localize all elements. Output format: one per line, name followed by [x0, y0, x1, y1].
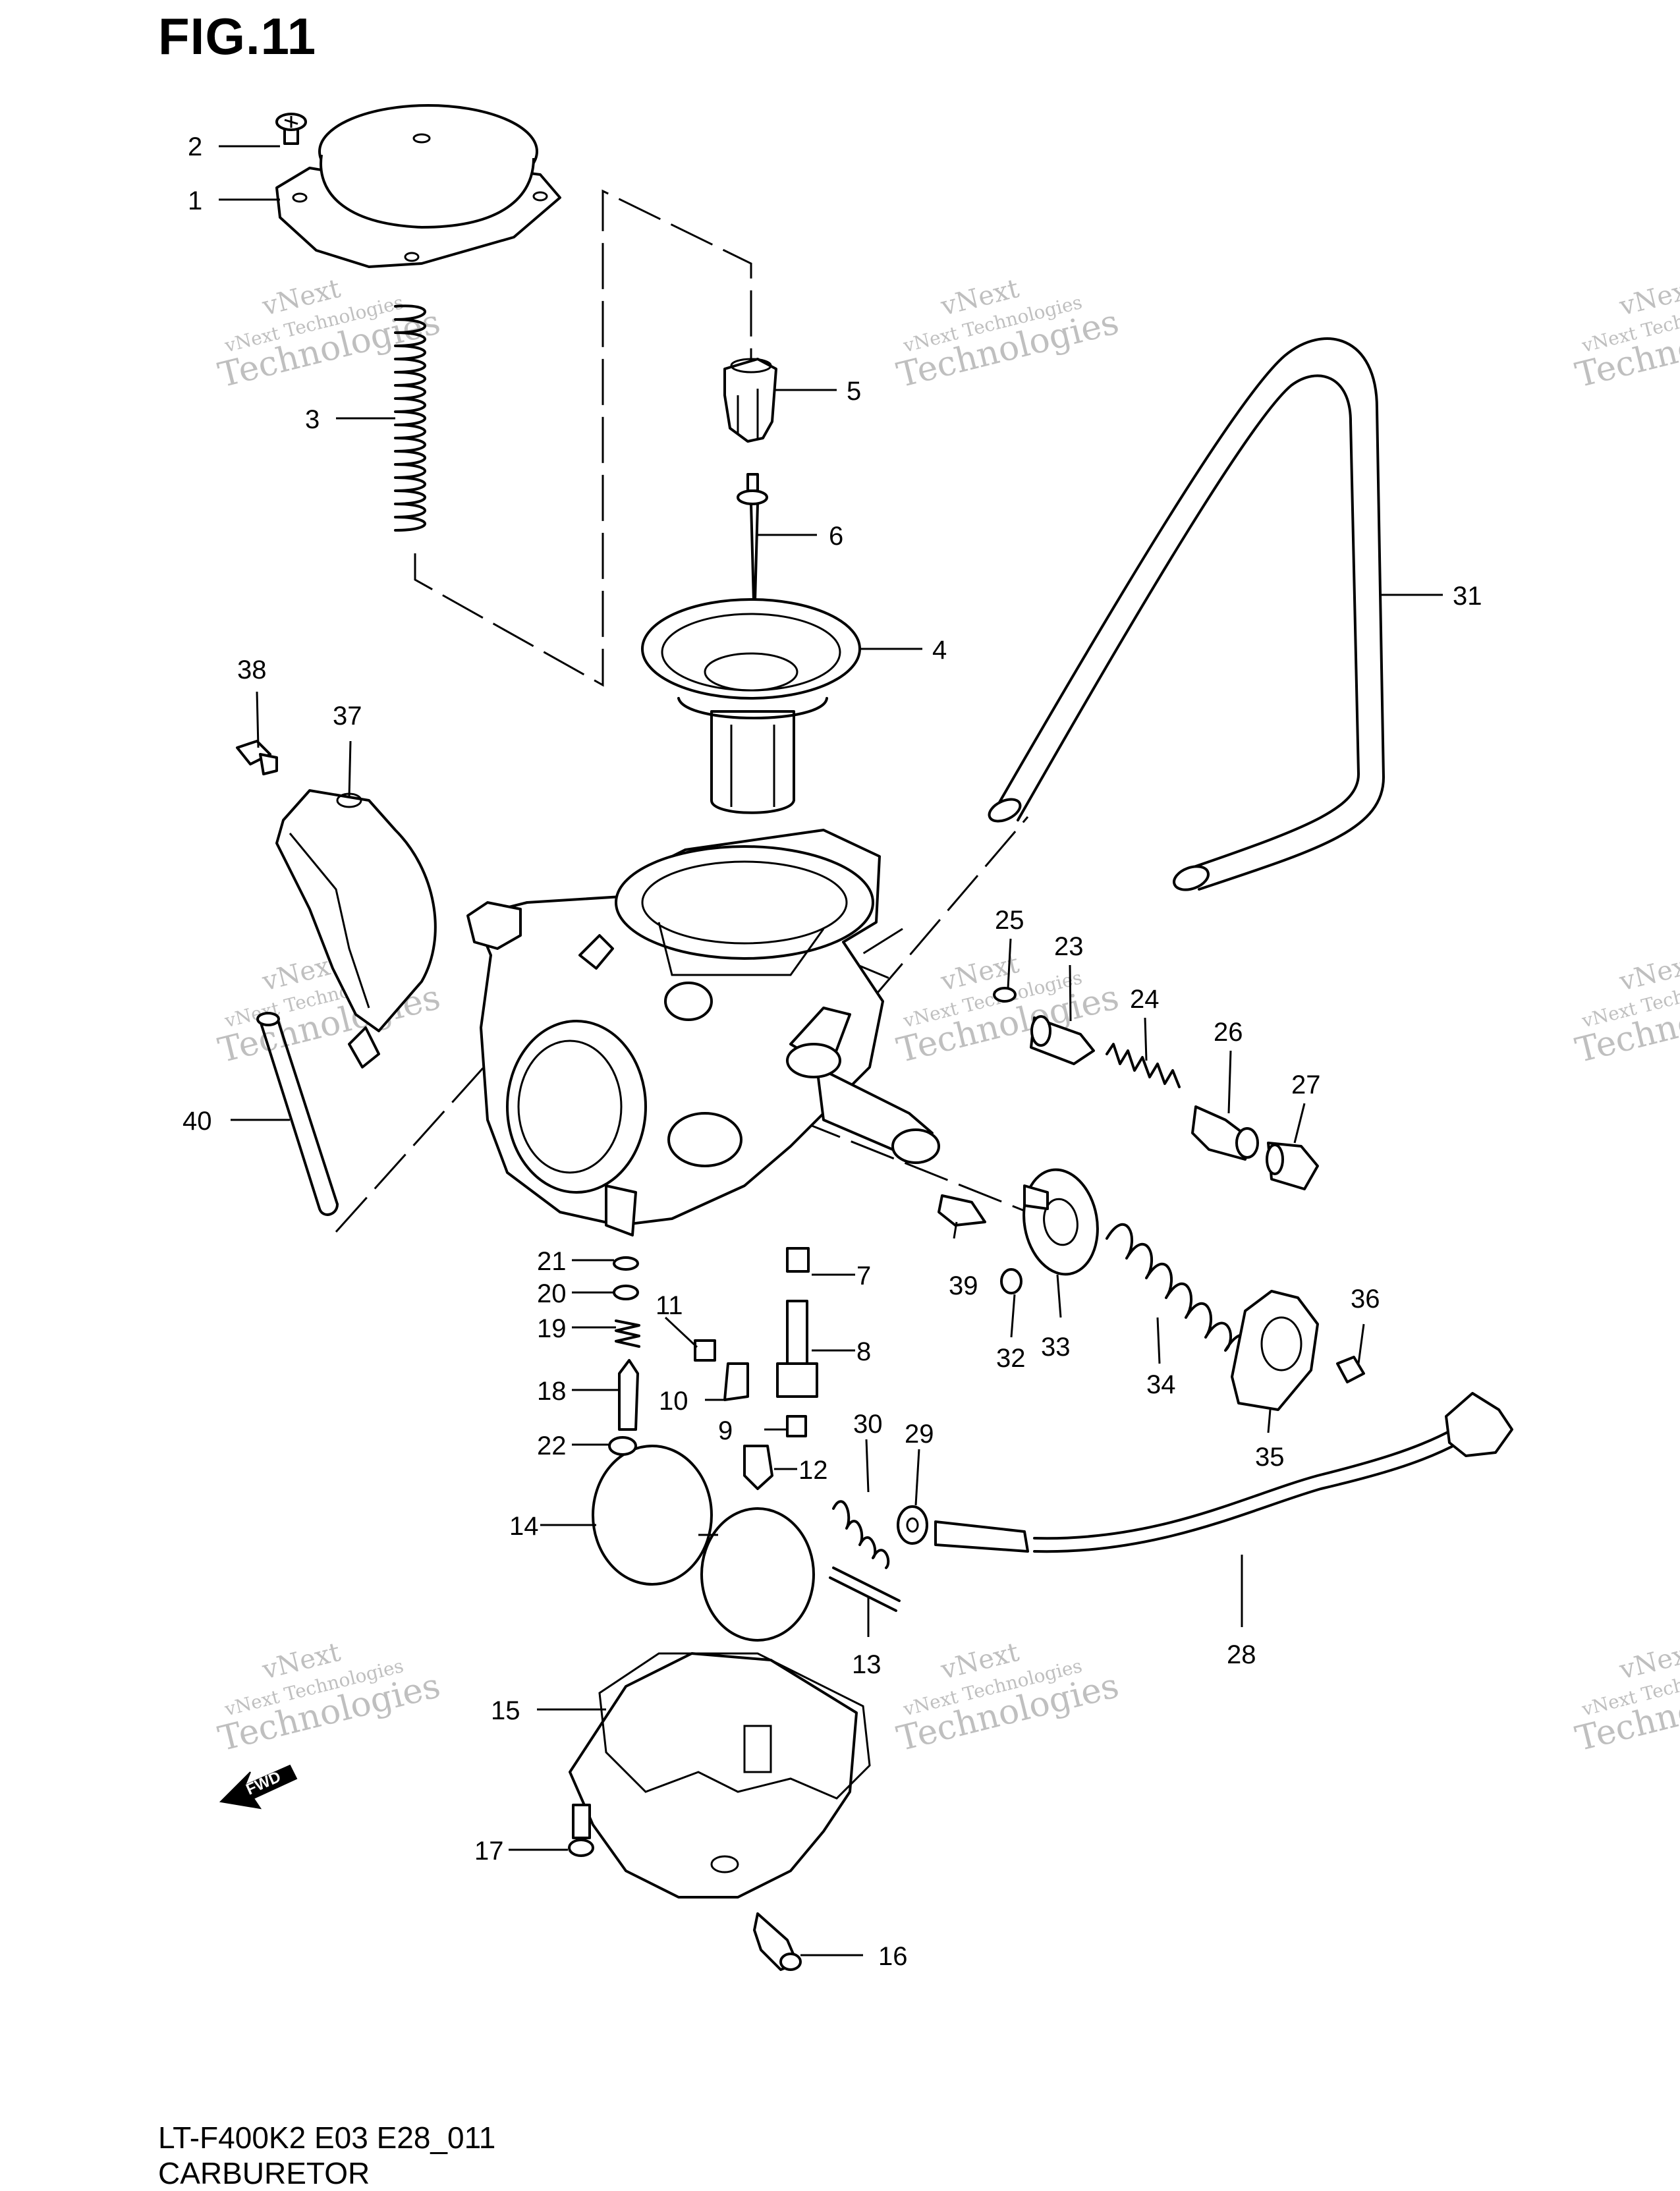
callout-34: 34: [1146, 1370, 1176, 1399]
part-plug-11: [694, 1339, 716, 1362]
callout-17: 17: [474, 1837, 504, 1866]
callout-10: 10: [659, 1387, 688, 1416]
callout-22: 22: [537, 1431, 567, 1460]
part-cap-27: [1266, 1142, 1319, 1190]
part-float-pin: [829, 1567, 901, 1612]
callout-12: 12: [798, 1456, 828, 1485]
callout-38: 38: [237, 655, 267, 684]
part-nut-32: [1000, 1268, 1022, 1294]
callout-15: 15: [491, 1696, 520, 1725]
callout-labels: 2 1 3 5 6 4 31 38 37 40 25 23 24 26 27 3…: [182, 132, 1482, 1971]
part-cover-screw: [275, 113, 307, 145]
watermark: vNext vNext Technologies Technologies: [1572, 1637, 1680, 1760]
callout-9: 9: [718, 1416, 733, 1445]
callout-14: 14: [509, 1512, 539, 1541]
part-spring-34: [1106, 1223, 1252, 1365]
part-needle-jet-8: [776, 1300, 818, 1398]
part-o-ring-21: [613, 1256, 639, 1271]
part-diaphragm-piston: [641, 598, 861, 814]
part-cover-35: [1231, 1290, 1319, 1411]
watermark: vNext vNext Technologies Technologies: [1572, 273, 1680, 396]
part-float: [592, 1445, 815, 1642]
callout-33: 33: [1041, 1333, 1071, 1362]
part-screw-36: [1336, 1356, 1365, 1383]
callout-26: 26: [1214, 1018, 1243, 1047]
figure-title: FIG.11: [158, 7, 317, 65]
callout-36: 36: [1351, 1285, 1380, 1314]
part-needle-holder: [723, 358, 777, 443]
part-cover-screw-38: [236, 740, 278, 775]
leader-lines: [219, 145, 1443, 1956]
part-diaphragm-33: [1022, 1168, 1099, 1276]
callout-8: 8: [856, 1337, 871, 1366]
callout-35: 35: [1255, 1443, 1285, 1472]
part-drain-pipe: [256, 1012, 339, 1216]
watermark: vNext vNext Technologies Technologies: [1572, 949, 1680, 1071]
part-screw-18: [618, 1359, 639, 1431]
watermark: vNext vNext Technologies Technologies: [893, 1637, 1123, 1760]
part-spring-30: [832, 1500, 890, 1569]
callout-19: 19: [537, 1314, 567, 1343]
watermark: vNext vNext Technologies Technologies: [893, 273, 1123, 396]
callout-1: 1: [188, 186, 202, 215]
callout-37: 37: [333, 702, 362, 731]
part-spring-24: [1106, 1043, 1181, 1088]
callout-13: 13: [852, 1650, 882, 1679]
callout-5: 5: [847, 377, 861, 406]
watermark: vNext vNext Technologies Technologies: [215, 1637, 444, 1760]
callout-23: 23: [1054, 932, 1084, 961]
callout-4: 4: [932, 636, 947, 665]
callout-25: 25: [995, 906, 1024, 935]
callout-21: 21: [537, 1247, 567, 1276]
callout-39: 39: [949, 1271, 978, 1300]
model-code: LT-F400K2 E03 E28_011: [158, 2121, 496, 2155]
part-o-ring-25: [993, 987, 1017, 1003]
part-washer-29: [897, 1505, 928, 1545]
part-valve-39: [938, 1194, 986, 1227]
assembly-name: CARBURETOR: [158, 2156, 370, 2190]
part-main-jet-9: [786, 1415, 807, 1437]
callout-16: 16: [878, 1942, 908, 1971]
part-spring-19: [615, 1319, 640, 1348]
callout-29: 29: [905, 1420, 934, 1449]
callout-40: 40: [182, 1107, 212, 1136]
callout-30: 30: [853, 1410, 883, 1439]
part-pilot-jet-10: [723, 1362, 749, 1401]
watermark: vNext vNext Technologies Technologies: [215, 273, 444, 396]
part-jet-7: [786, 1247, 810, 1273]
part-screw-17: [568, 1804, 594, 1857]
callout-6: 6: [829, 522, 843, 551]
part-float-bowl: [569, 1652, 871, 1899]
callout-24: 24: [1130, 985, 1160, 1014]
callout-11: 11: [656, 1291, 683, 1320]
part-diaphragm-spring: [394, 304, 426, 532]
part-float-valve-12: [743, 1445, 773, 1490]
fwd-arrow-icon: FWD: [219, 1764, 298, 1810]
part-carburetor-body: [466, 829, 940, 1236]
callout-20: 20: [537, 1279, 567, 1308]
callout-27: 27: [1291, 1070, 1321, 1099]
part-adjuster-26: [1191, 1105, 1259, 1161]
part-o-ring-22: [608, 1436, 637, 1456]
part-pilot-screw-23: [1030, 1015, 1095, 1065]
callout-32: 32: [996, 1344, 1026, 1373]
callout-28: 28: [1227, 1640, 1256, 1669]
callout-31: 31: [1453, 582, 1482, 611]
part-choke-cable: [934, 1392, 1513, 1553]
part-washer-20: [613, 1285, 639, 1300]
callout-2: 2: [188, 132, 202, 161]
part-top-cover: [275, 104, 561, 268]
callout-3: 3: [305, 405, 320, 434]
callout-18: 18: [537, 1377, 567, 1406]
callout-7: 7: [856, 1262, 871, 1290]
part-vent-hose: [988, 337, 1385, 891]
part-drain-screw-16: [753, 1912, 802, 1971]
